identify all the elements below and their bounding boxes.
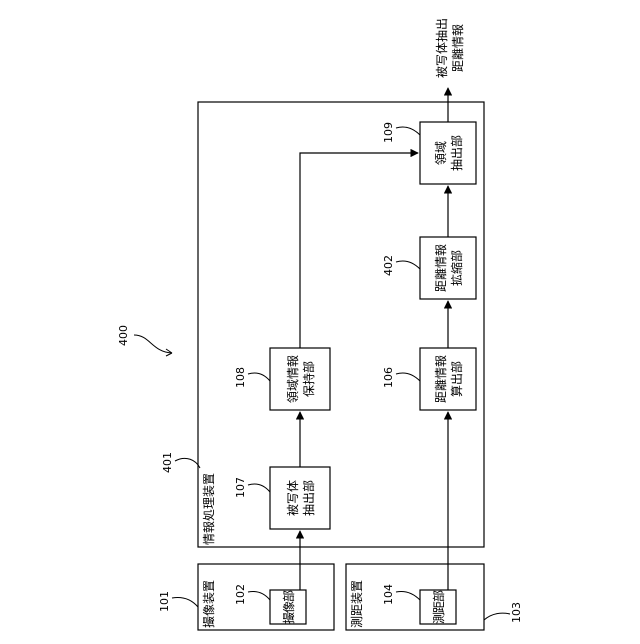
ref-102: 102 <box>234 584 247 605</box>
leader-103 <box>484 613 510 620</box>
ref-107: 107 <box>234 477 247 498</box>
leader-106 <box>396 373 420 381</box>
ranging-unit-text: 測 距 部 <box>431 590 446 624</box>
leader-104 <box>396 591 420 600</box>
distance-expand-shrink-block <box>420 237 476 299</box>
imaging-device-label: 撮像装置 <box>202 580 216 628</box>
ref-101: 101 <box>158 591 171 612</box>
svg-text:被写体: 被写体 <box>286 480 300 516</box>
svg-text:算出部: 算出部 <box>449 361 464 397</box>
ref-106: 106 <box>382 367 395 388</box>
leader-102 <box>248 591 270 600</box>
ranging-device-frame <box>346 564 484 630</box>
ref-103: 103 <box>510 602 523 623</box>
svg-text:距離情報: 距離情報 <box>434 355 448 403</box>
svg-text:領域情報: 領域情報 <box>285 355 300 403</box>
ref-402: 402 <box>382 255 395 276</box>
svg-text:部: 部 <box>281 590 296 602</box>
svg-text:部: 部 <box>431 590 446 602</box>
ranging-device-label: 測距装置 <box>350 580 364 628</box>
ref-400: 400 <box>117 325 130 346</box>
subject-extraction-block <box>270 467 330 529</box>
svg-text:抽出部: 抽出部 <box>301 480 316 516</box>
ref-108: 108 <box>234 367 247 388</box>
leader-400 <box>134 335 172 353</box>
leader-108 <box>248 373 270 381</box>
svg-text:距離情報: 距離情報 <box>451 24 465 72</box>
svg-text:被写体抽出: 被写体抽出 <box>435 18 449 78</box>
ref-104: 104 <box>382 584 395 605</box>
imaging-unit-text: 撮 像 部 <box>281 590 296 624</box>
region-extraction-block <box>420 122 476 184</box>
ref-401: 401 <box>161 452 174 473</box>
distance-calculation-block <box>420 348 476 410</box>
svg-text:距離情報: 距離情報 <box>434 244 448 292</box>
leader-101 <box>172 597 198 607</box>
region-info-holding-block <box>270 348 330 410</box>
svg-text:領域: 領域 <box>433 141 448 165</box>
ref-109: 109 <box>382 122 395 143</box>
leader-401 <box>175 458 200 468</box>
arrow-region-holding-to-region-extraction <box>300 153 418 348</box>
svg-text:拡縮部: 拡縮部 <box>449 250 464 286</box>
svg-text:抽出部: 抽出部 <box>449 135 464 171</box>
leader-107 <box>248 484 270 492</box>
output-label: 被写体抽出 距離情報 <box>435 18 465 78</box>
info-processing-device-label: 情報処理装置 <box>202 473 216 545</box>
leader-402 <box>396 261 420 269</box>
svg-text:保持部: 保持部 <box>301 361 316 397</box>
leader-109 <box>396 127 420 135</box>
imaging-device-frame <box>198 564 334 630</box>
